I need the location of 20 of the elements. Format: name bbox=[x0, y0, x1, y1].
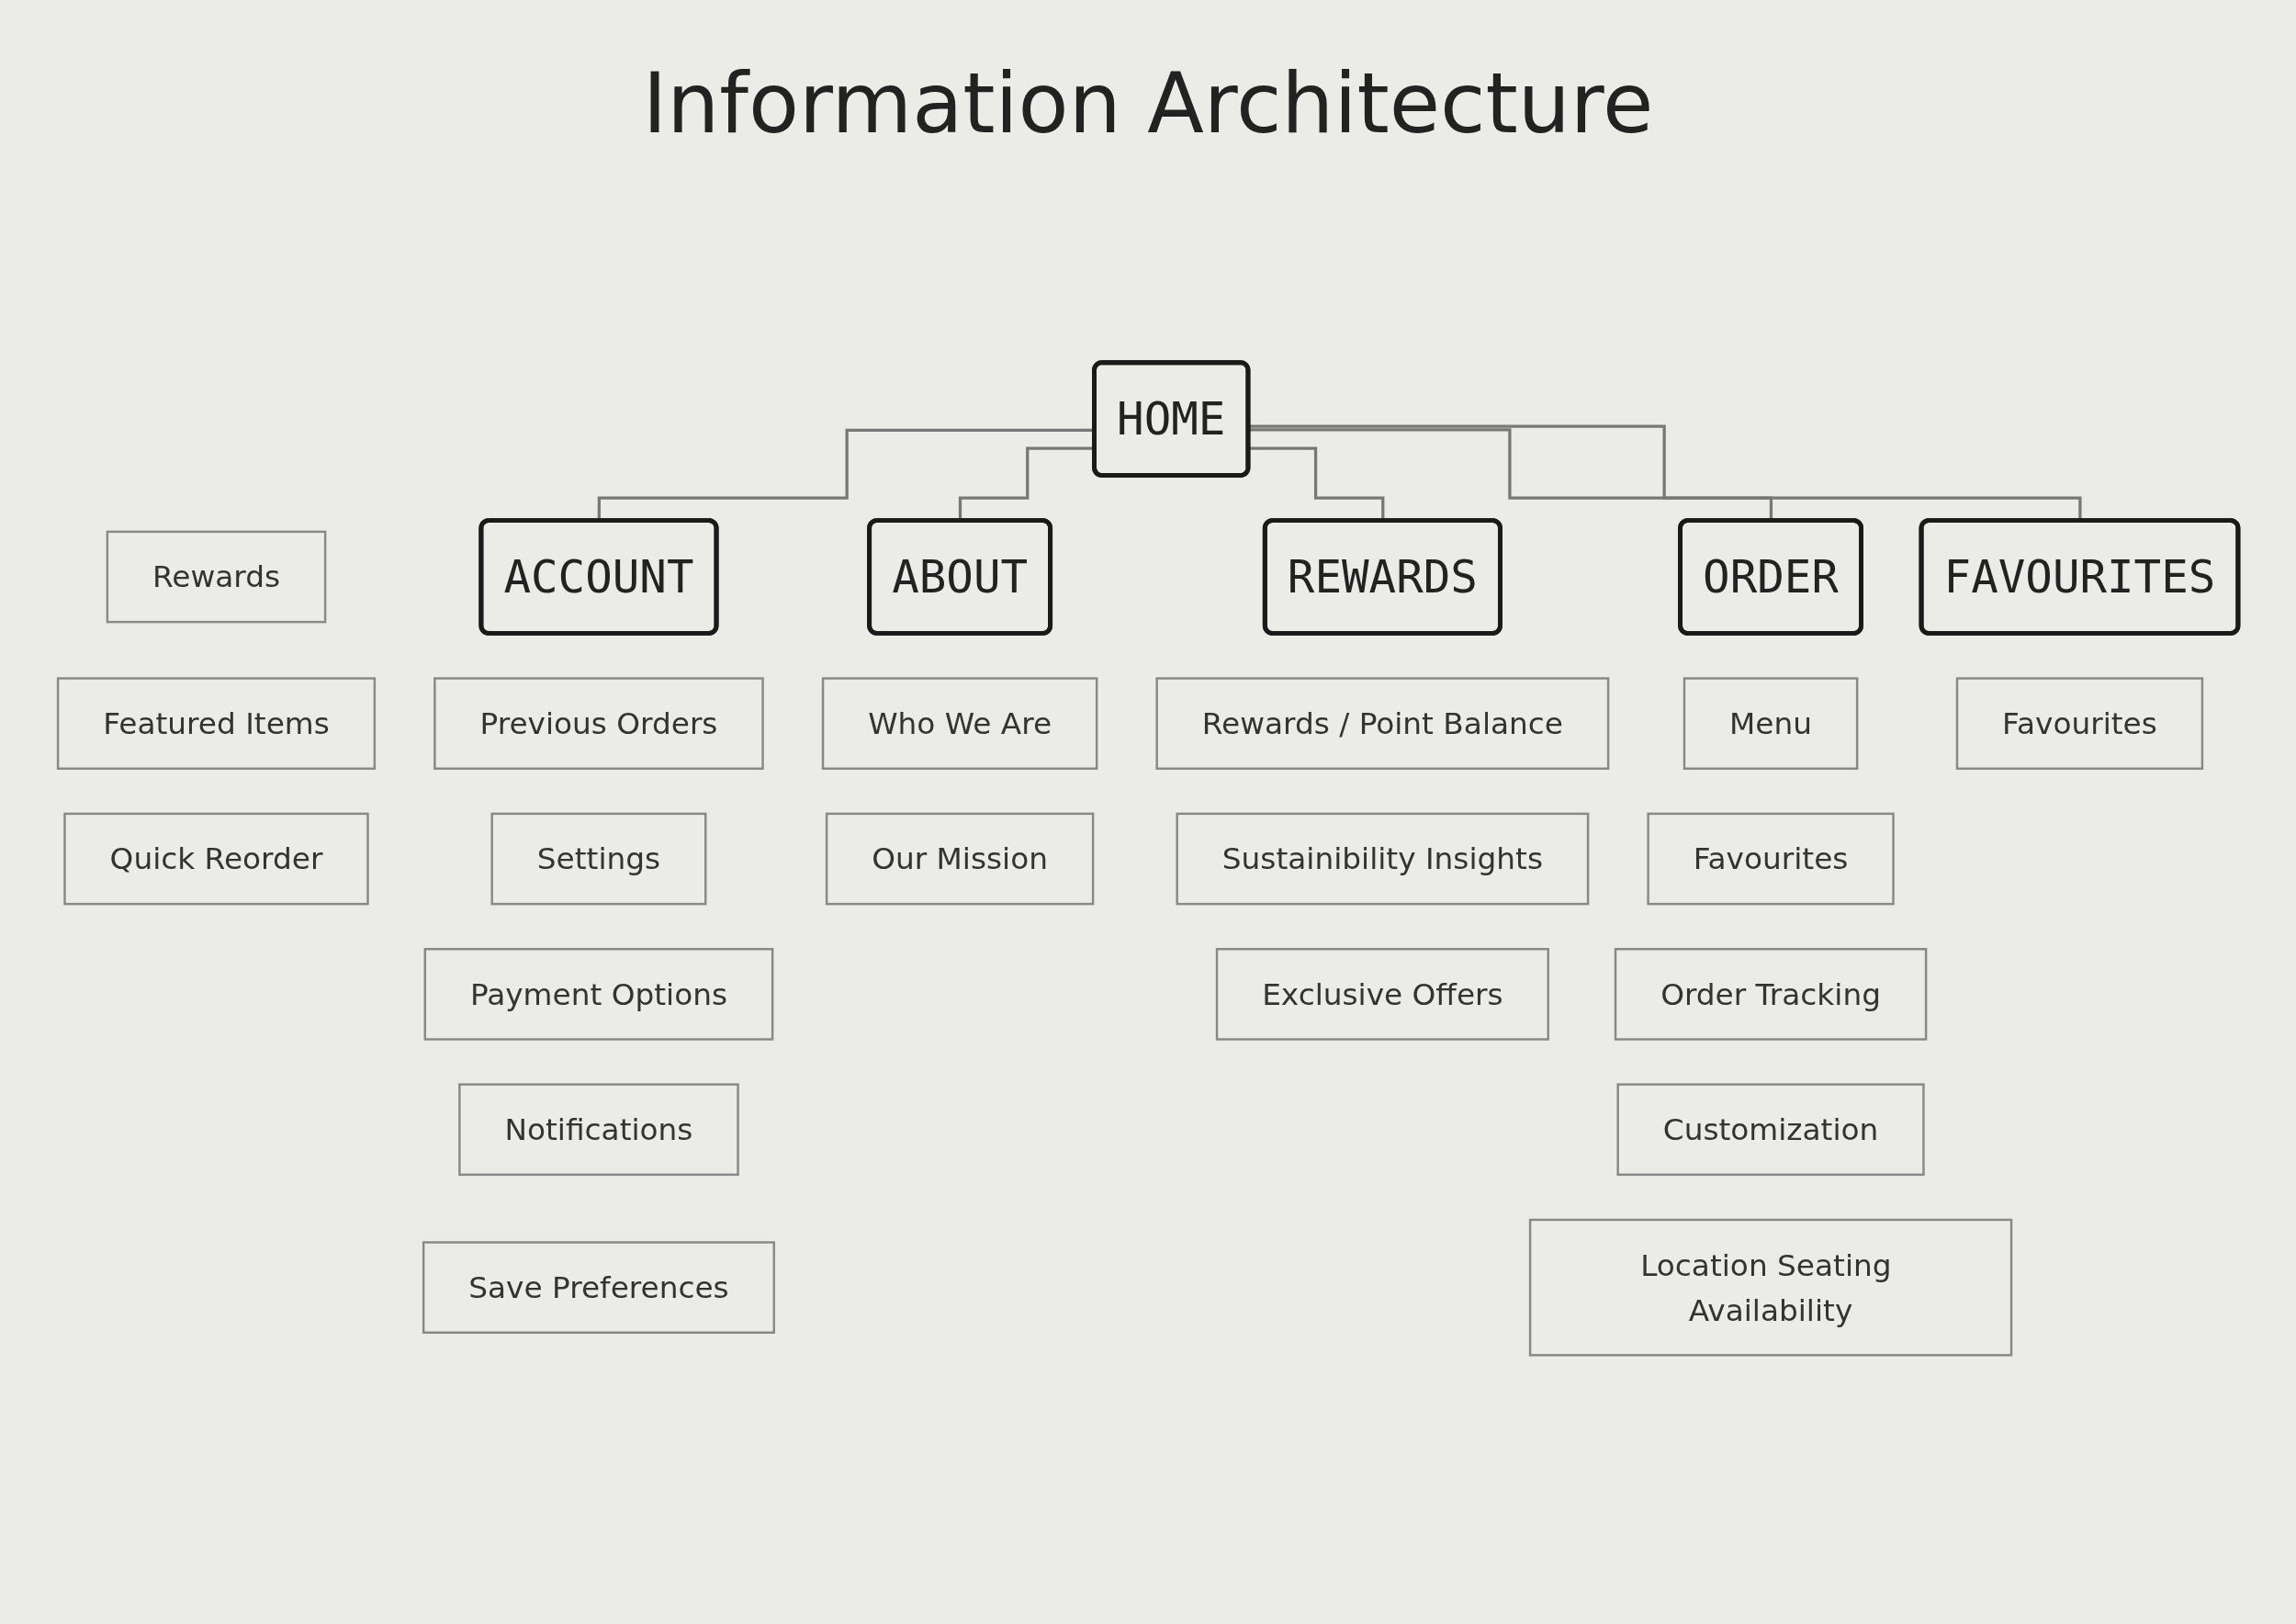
node-box: Location Seating Availability bbox=[1528, 1218, 2013, 1357]
node-box: Featured Items bbox=[56, 677, 377, 770]
node-box: Order Tracking bbox=[1614, 948, 1928, 1041]
node-box: Payment Options bbox=[423, 948, 774, 1041]
node-box: Sustainibility Insights bbox=[1176, 812, 1590, 906]
node-box: Rewards bbox=[106, 530, 327, 624]
node-box: Favourites bbox=[1955, 677, 2204, 770]
node-box: Quick Reorder bbox=[63, 812, 369, 906]
node-box: Who We Are bbox=[821, 677, 1098, 770]
node-box: Favourites bbox=[1647, 812, 1895, 906]
node-box: Notifications bbox=[458, 1083, 739, 1177]
node-box: Menu bbox=[1683, 677, 1859, 770]
node-box: Save Preferences bbox=[422, 1241, 775, 1334]
node-box: Exclusive Offers bbox=[1215, 948, 1549, 1041]
node-box: Settings bbox=[490, 812, 707, 906]
diagram-title: Information Architecture bbox=[641, 55, 1655, 152]
node-box: Previous Orders bbox=[433, 677, 764, 770]
node-box: Customization bbox=[1616, 1083, 1925, 1177]
node-box: Our Mission bbox=[825, 812, 1095, 906]
node-box: Rewards / Point Balance bbox=[1155, 677, 1610, 770]
